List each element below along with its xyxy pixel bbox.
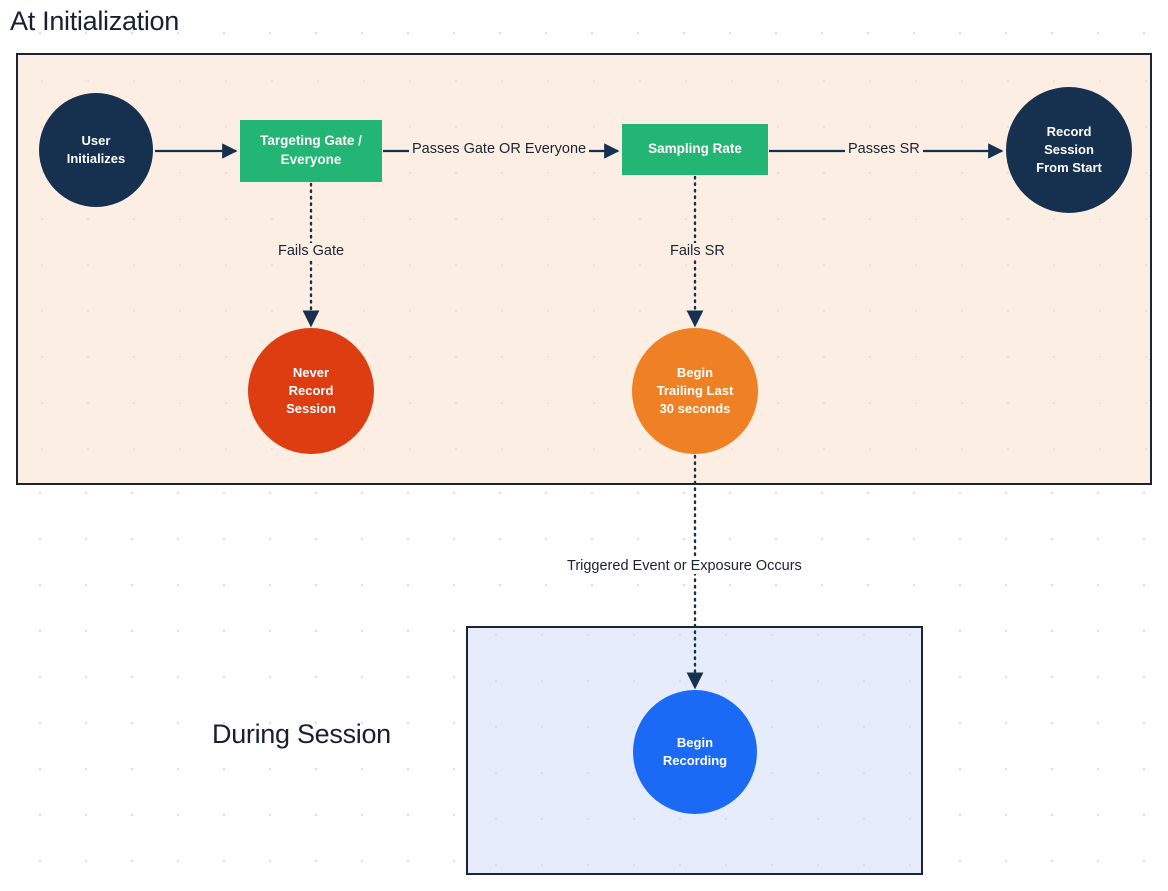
node-record-session-from-start[interactable]: Record Session From Start (1006, 87, 1132, 213)
edge-label-triggered-event-or-exposure-occurs: Triggered Event or Exposure Occurs (563, 558, 806, 574)
initialization-container (16, 53, 1152, 485)
node-sampling-rate-label: Sampling Rate (648, 141, 742, 157)
node-begin-recording[interactable]: Begin Recording (633, 690, 757, 814)
node-never-record-session-label: Never Record Session (286, 365, 336, 416)
node-sampling-rate[interactable]: Sampling Rate (622, 124, 768, 175)
node-targeting-gate[interactable]: Targeting Gate / Everyone (240, 120, 382, 182)
node-user-initializes[interactable]: User Initializes (39, 93, 153, 207)
node-record-session-from-start-label: Record Session From Start (1036, 124, 1102, 175)
node-begin-recording-label: Begin Recording (662, 735, 728, 768)
page-title-at-initialization: At Initialization (10, 6, 179, 36)
edge-label-fails-sr: Fails SR (667, 243, 728, 259)
node-user-initializes-label: User Initializes (66, 133, 126, 166)
node-begin-trailing-label: Begin Trailing Last 30 seconds (656, 365, 734, 416)
edge-label-passes-sr: Passes SR (845, 141, 923, 157)
node-never-record-session[interactable]: Never Record Session (248, 328, 374, 454)
node-targeting-gate-label: Targeting Gate / Everyone (260, 133, 362, 167)
edge-label-fails-gate: Fails Gate (275, 243, 348, 259)
page-title-during-session: During Session (212, 719, 391, 749)
edge-label-passes-gate-or-everyone: Passes Gate OR Everyone (409, 141, 590, 157)
node-begin-trailing-last-30-seconds[interactable]: Begin Trailing Last 30 seconds (632, 328, 758, 454)
